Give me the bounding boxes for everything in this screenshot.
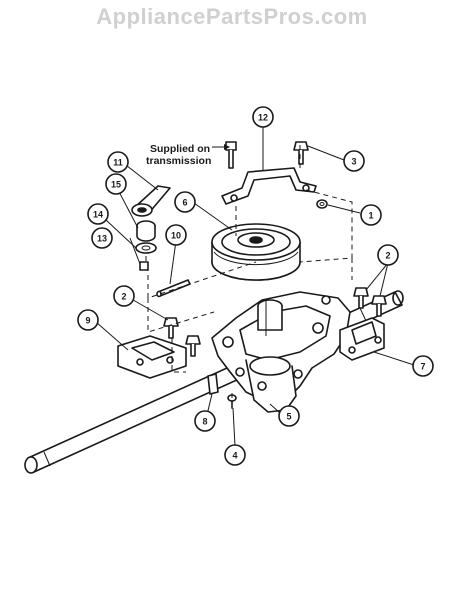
callout-13: 13 [91,227,113,249]
callout-7: 7 [412,355,434,377]
callout-14-label: 14 [93,210,103,220]
bolt-2-right [353,287,387,317]
collar [136,220,156,242]
callout-13-label: 13 [97,234,107,244]
callout-8-label: 8 [202,417,207,427]
callout-15-label: 15 [111,180,121,190]
callout-11: 11 [107,151,129,173]
strap-bracket [221,167,317,205]
callout-10-label: 10 [171,231,181,241]
left-bracket [117,335,187,379]
callout-3-label: 3 [351,157,356,167]
callout-6-label: 6 [182,198,187,208]
alignment-lines [145,142,353,398]
leader-lines [95,126,415,447]
callout-15: 15 [105,173,127,195]
callout-7-label: 7 [420,362,425,372]
callout-6: 6 [174,191,196,213]
callout-5-label: 5 [286,412,291,422]
washer [135,242,157,254]
callout-9: 9 [77,309,99,331]
callout-10: 10 [165,224,187,246]
pulley [211,223,301,281]
callout-2-right: 2 [377,244,399,266]
idler-arm [131,185,171,217]
callout-12: 12 [252,106,274,128]
watermark: AppliancePartsPros.com [96,4,368,29]
callout-11-label: 11 [113,158,123,168]
callout-12-label: 12 [258,113,268,123]
callout-2-left-label: 2 [121,292,126,302]
note-line1: Supplied on [150,143,210,155]
callout-5: 5 [278,405,300,427]
transmission-housing [211,291,351,413]
callout-2-right-label: 2 [385,251,390,261]
callout-2-left: 2 [113,285,135,307]
right-bracket [339,317,385,361]
nut-1 [316,199,328,209]
callout-4: 4 [224,444,246,466]
callout-4-label: 4 [232,451,237,461]
note-line2: transmission [146,155,211,167]
key [139,261,149,271]
callout-9-label: 9 [85,316,90,326]
clip-8 [207,373,219,395]
pin [156,279,191,298]
callout-8: 8 [194,410,216,432]
bolt-2-left [163,317,201,357]
callout-14: 14 [87,203,109,225]
callout-1-label: 1 [368,211,373,221]
callout-3: 3 [343,150,365,172]
bolt-3 [293,141,309,165]
callout-1: 1 [360,204,382,226]
